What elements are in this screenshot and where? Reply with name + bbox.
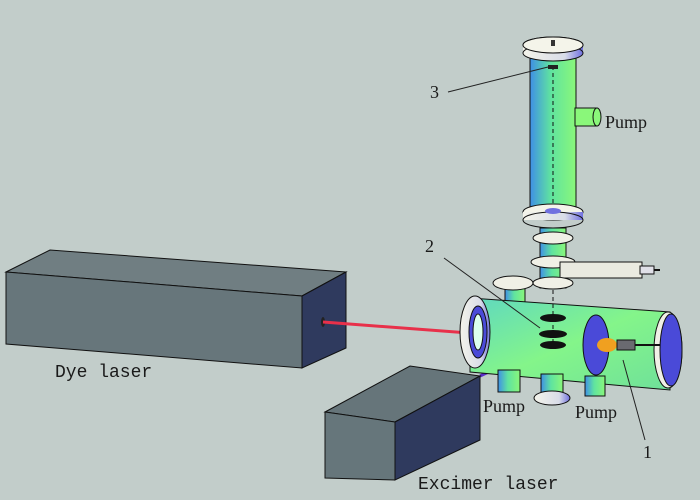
callout-1: 1 bbox=[643, 442, 652, 462]
pump-label-top: Pump bbox=[605, 112, 648, 132]
connector-stack bbox=[530, 227, 660, 290]
main-chamber bbox=[459, 275, 683, 406]
top-detector-tube bbox=[522, 36, 602, 229]
callout-line-2 bbox=[443, 257, 541, 329]
callout-line-1 bbox=[622, 359, 646, 441]
callout-line-3 bbox=[447, 66, 549, 93]
excimer-laser-label: Excimer laser bbox=[418, 475, 559, 495]
pump-label-bottom-left: Pump bbox=[483, 396, 526, 416]
excimer-laser-box bbox=[323, 365, 482, 481]
dye-laser-box bbox=[4, 249, 348, 369]
callout-2: 2 bbox=[425, 236, 434, 256]
dye-laser-label: Dye laser bbox=[55, 363, 153, 383]
pump-label-bottom-right: Pump bbox=[575, 402, 618, 422]
callout-3: 3 bbox=[430, 82, 439, 102]
